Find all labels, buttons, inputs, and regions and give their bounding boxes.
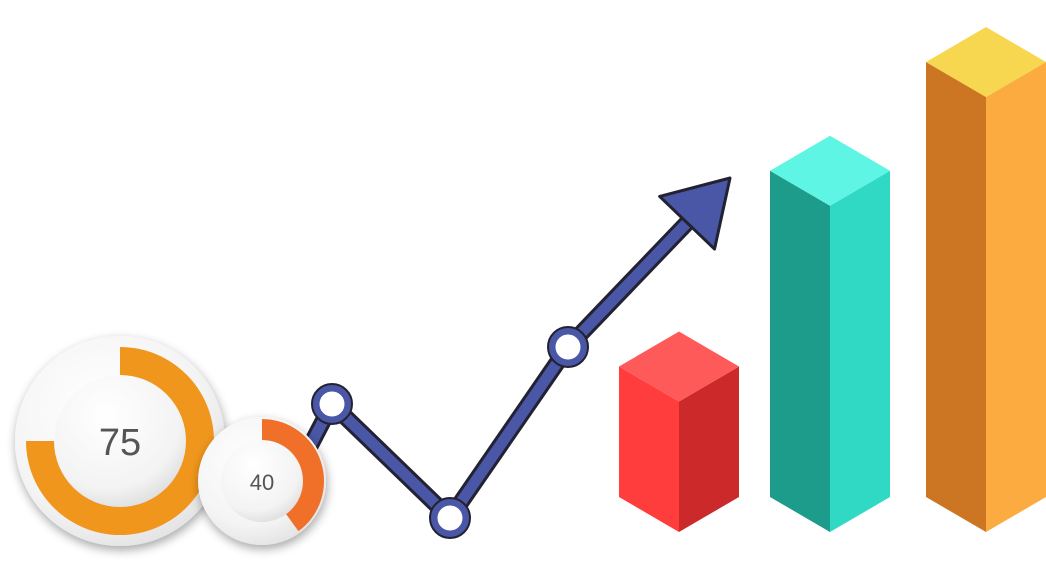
gauge-small-label: 40: [250, 470, 274, 495]
gauge-small-center: [221, 440, 303, 522]
trend-point-ring-2: [429, 497, 471, 539]
arrow-head-icon: [658, 176, 732, 251]
bar-2: [770, 135, 890, 532]
bar-face-right: [679, 366, 739, 532]
bar-face-right: [986, 62, 1046, 532]
trend-point-3: [548, 327, 588, 367]
bar-chart-3d: [619, 27, 1046, 532]
gauge-large-label: 75: [99, 422, 141, 464]
trend-point-ring-1: [311, 383, 353, 425]
bar-face-right: [830, 170, 890, 532]
trend-point-1: [312, 384, 352, 424]
bar-face-left: [619, 366, 679, 532]
gauge-small-arc: [262, 419, 324, 532]
bar-face-top: [770, 135, 890, 206]
bar-1: [619, 331, 739, 532]
bar-face-left: [926, 62, 986, 532]
trend-markers: [311, 326, 589, 539]
donut-gauge-small: 40: [198, 417, 326, 545]
bar-face-left: [770, 170, 830, 532]
bar-face-top: [926, 27, 1046, 97]
trend-point-2: [430, 498, 470, 538]
gauge-large-center: [54, 375, 186, 507]
gauge-large-arc: [26, 347, 214, 535]
donut-gauge-large: 75: [15, 336, 225, 546]
bar-3: [926, 27, 1046, 532]
trend-line: [299, 176, 732, 539]
bar-face-top: [619, 331, 739, 402]
trend-point-ring-3: [547, 326, 589, 368]
